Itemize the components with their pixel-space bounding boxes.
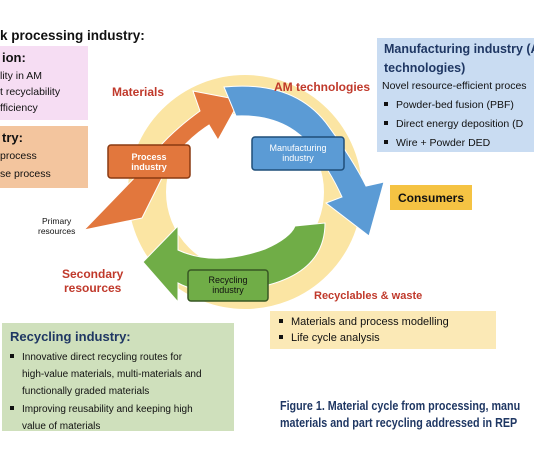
recycling-industry-node: [187, 269, 269, 302]
manufacturing-heading-1: Manufacturing industry (A: [384, 42, 534, 56]
bullet-icon: [10, 354, 14, 359]
blue-manufacturing-arrow: [223, 85, 385, 237]
recycling-bullet-text: functionally graded materials: [22, 386, 150, 397]
recycling-node-label-line: Recycling: [208, 275, 248, 285]
manufacturing-node-label: Manufacturing industry: [252, 143, 344, 163]
recycling-node-label-line: industry: [212, 285, 244, 295]
recyclables-waste-label: Recyclables & waste: [314, 290, 423, 302]
recycling-bullet-text: Improving reusability and keeping high: [22, 404, 193, 415]
bullet-icon: [384, 121, 388, 126]
recycling-bullet: Improving reusability and keeping high v…: [10, 401, 193, 435]
modelling-bullet-text: Materials and process modelling: [291, 316, 449, 328]
materials-panel-line: t recyclability: [0, 86, 61, 98]
materials-panel: ion: lity in AM t recyclability fficienc…: [0, 46, 88, 120]
materials-panel-line: lity in AM: [0, 70, 43, 82]
secondary-label-line: Secondary: [62, 267, 124, 281]
modelling-panel: Materials and process modelling Life cyc…: [270, 311, 496, 349]
process-node-label: Process industry: [108, 152, 190, 172]
modelling-bullet-text: Life cycle analysis: [291, 332, 380, 344]
consumers-box: Consumers: [390, 185, 472, 210]
bullet-icon: [384, 102, 388, 107]
primary-resources-label: Primary resources: [38, 216, 75, 236]
figure-caption: Figure 1. Material cycle from processing…: [280, 398, 520, 432]
process-node-label-line: Process: [131, 152, 167, 162]
manufacturing-bullet: Wire + Powder DED: [384, 137, 490, 149]
manufacturing-bullet: Powder-bed fusion (PBF): [384, 99, 514, 111]
manufacturing-bullet-text: Powder-bed fusion (PBF): [396, 99, 514, 111]
process-panel-heading: try:: [2, 130, 23, 145]
am-technologies-label: AM technologies: [274, 80, 371, 94]
process-industry-node: [107, 144, 191, 179]
process-panel-line: process: [0, 150, 37, 162]
secondary-resources-label: Secondary resources: [62, 267, 123, 295]
manufacturing-node-label-line: Manufacturing: [269, 143, 327, 153]
bullet-icon: [279, 335, 283, 340]
page-title: k processing industry:: [0, 28, 145, 43]
bullet-icon: [10, 406, 14, 411]
materials-panel-heading: ion:: [2, 50, 26, 65]
materials-panel-line: fficiency: [0, 102, 38, 114]
modelling-bullet: Life cycle analysis: [279, 332, 380, 344]
manufacturing-bullet-text: Direct energy deposition (D: [396, 118, 524, 130]
modelling-bullet: Materials and process modelling: [279, 316, 449, 328]
bullet-icon: [384, 140, 388, 145]
secondary-label-line: resources: [63, 281, 122, 295]
caption-line: Figure 1. Material cycle from processing…: [280, 399, 521, 413]
manufacturing-subtitle: Novel resource-efficient proces: [382, 80, 527, 92]
manufacturing-bullet-text: Wire + Powder DED: [396, 137, 491, 149]
recycling-heading: Recycling industry:: [10, 329, 131, 344]
caption-line: materials and part recycling addressed i…: [280, 416, 518, 430]
manufacturing-panel: Manufacturing industry (A technologies) …: [377, 38, 534, 152]
recycling-panel: Recycling industry: Innovative direct re…: [2, 323, 234, 432]
bullet-icon: [279, 319, 283, 324]
manufacturing-bullet: Direct energy deposition (D: [384, 118, 523, 130]
recycling-bullet-text: Innovative direct recycling routes for: [22, 352, 183, 363]
process-panel-line: se process: [0, 168, 51, 180]
manufacturing-industry-node: [251, 136, 345, 171]
manufacturing-node-label-line: industry: [282, 153, 314, 163]
recycling-node-label: Recycling industry: [188, 275, 268, 295]
recycling-bullet-text: high-value materials, multi-materials an…: [22, 369, 202, 380]
manufacturing-heading-2: technologies): [384, 61, 466, 75]
primary-label-line: resources: [38, 226, 76, 236]
recycling-bullet-text: value of materials: [22, 421, 101, 432]
process-industry-panel: try: process se process: [0, 126, 88, 188]
primary-label-line: Primary: [42, 216, 72, 226]
recycling-bullet: Innovative direct recycling routes for h…: [10, 349, 202, 400]
materials-label: Materials: [112, 85, 165, 99]
process-node-label-line: industry: [131, 162, 167, 172]
